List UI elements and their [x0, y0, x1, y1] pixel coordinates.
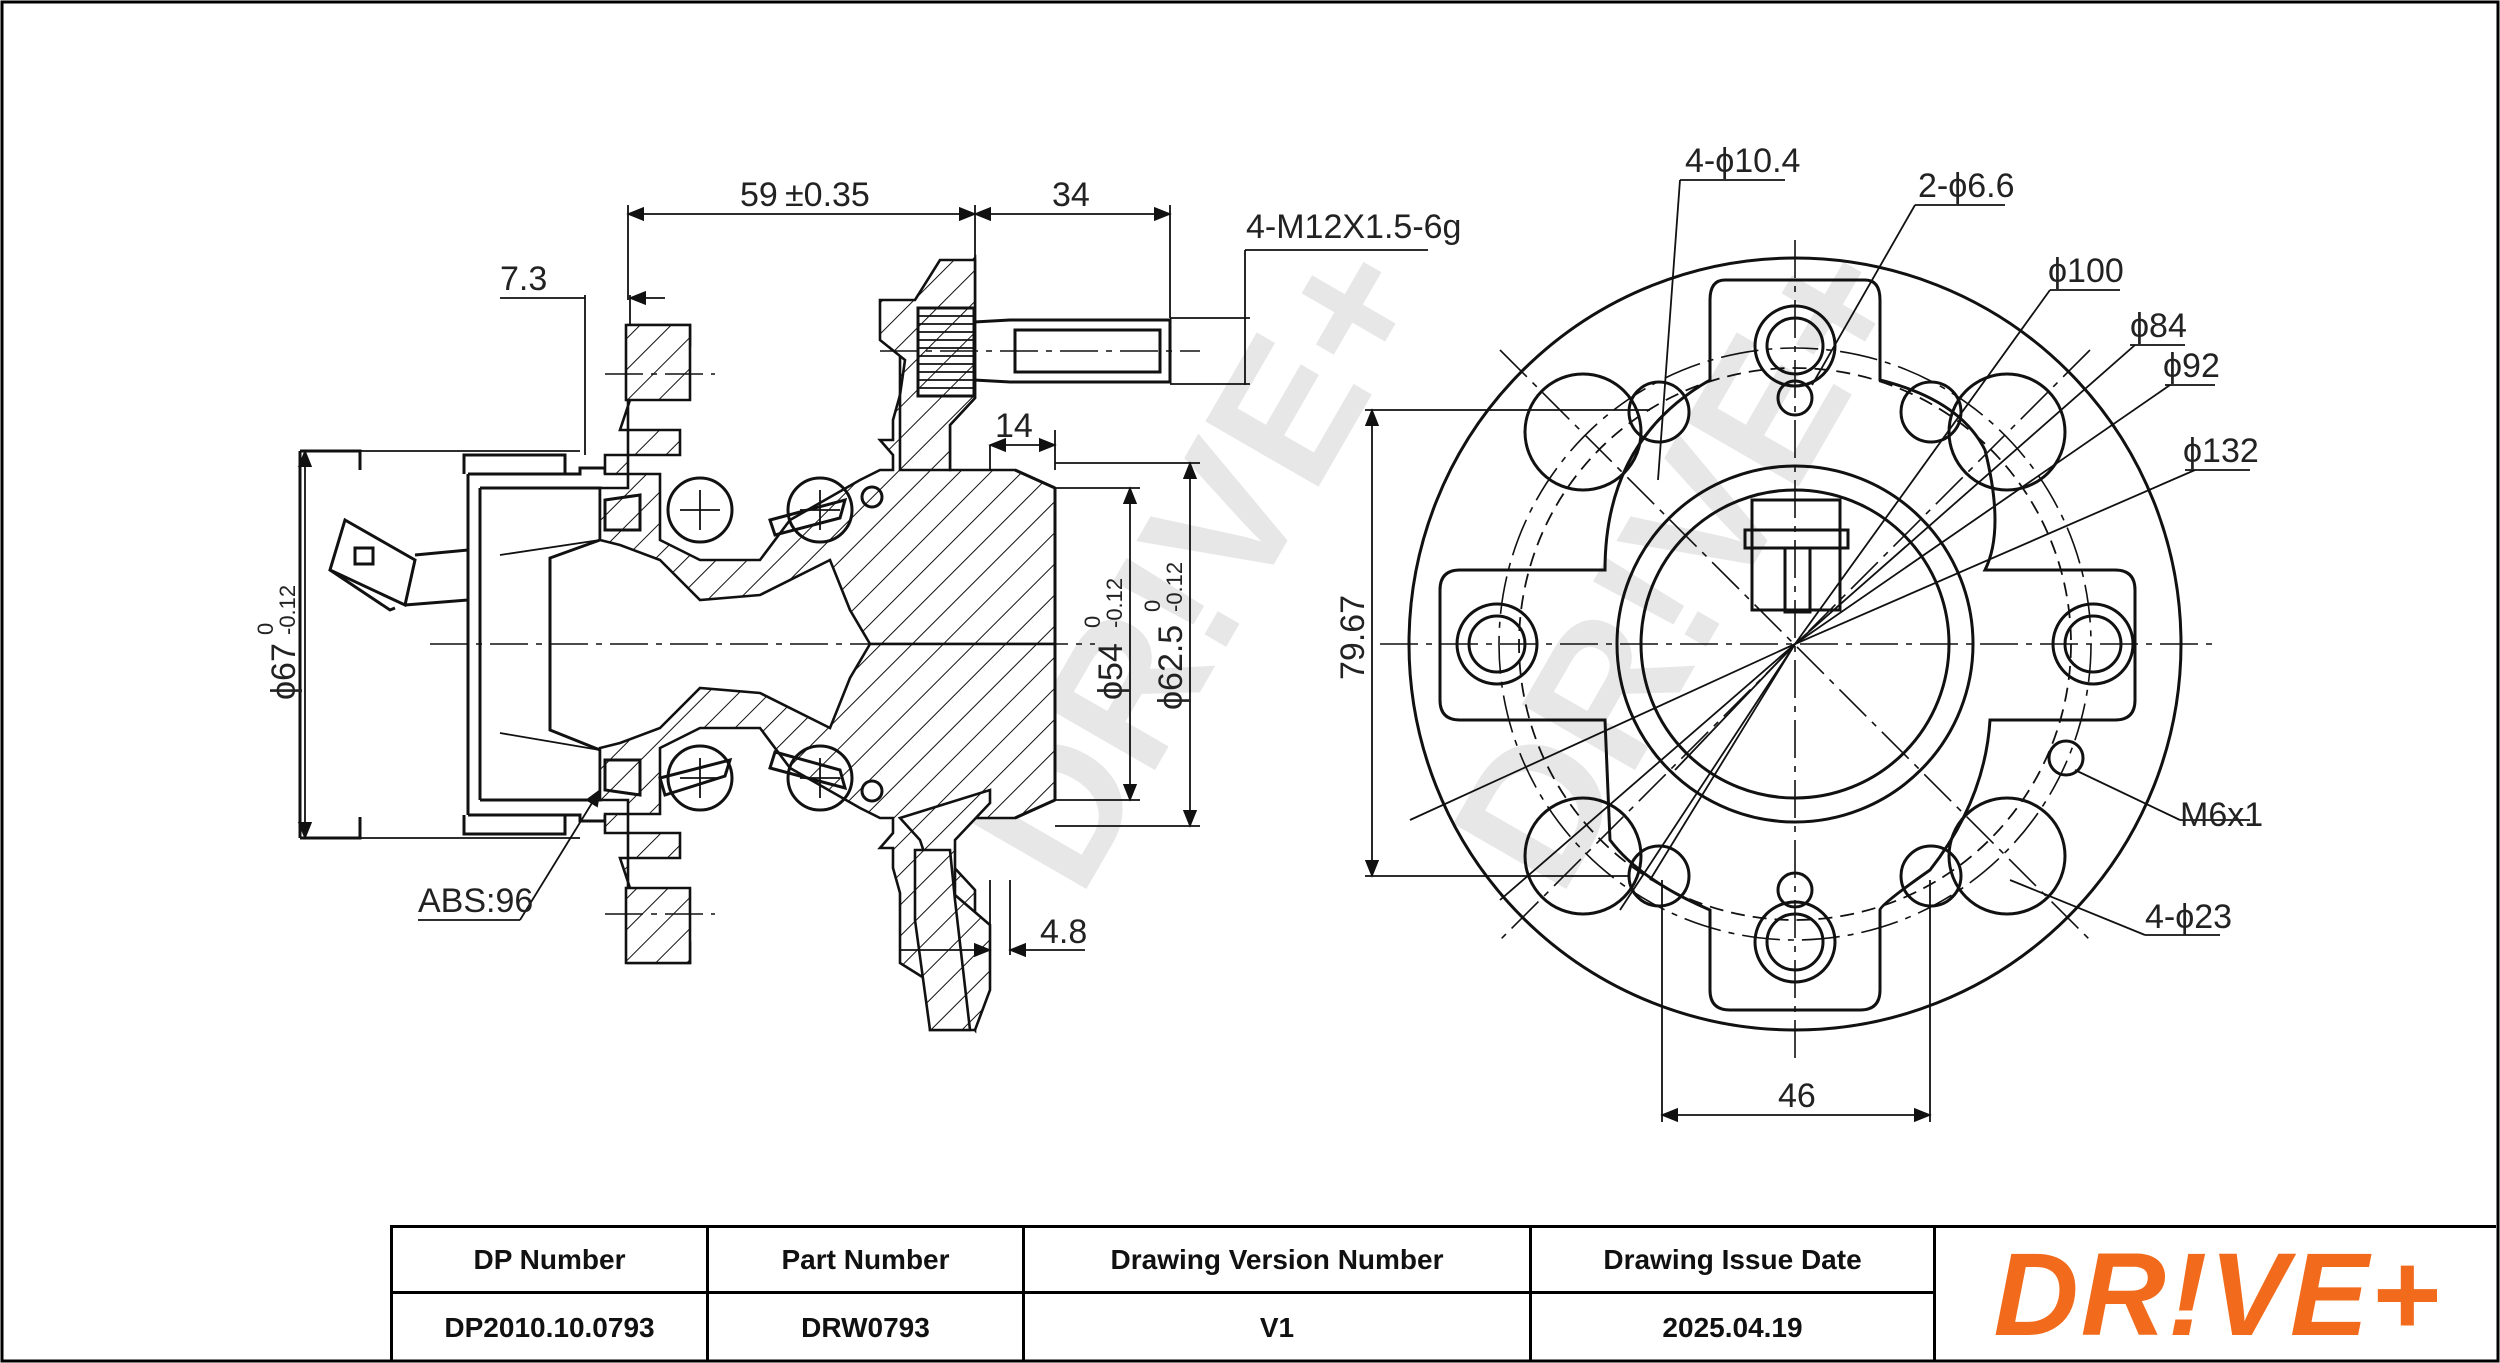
stud-holes [1455, 304, 2135, 984]
svg-text:±0.35: ±0.35 [785, 176, 870, 214]
svg-text:59: 59 [740, 176, 778, 214]
part-number-header: Part Number [709, 1228, 1025, 1294]
part-number-value: DRW0793 [709, 1294, 1025, 1361]
svg-text:ϕ100: ϕ100 [2048, 252, 2124, 290]
side-section-view: 59 ±0.35 34 4-M12X1.5-6g 7.3 14 [253, 176, 1461, 1034]
svg-text:ϕ84: ϕ84 [2130, 307, 2187, 345]
watermark-right: DR!VE+ [1412, 206, 1947, 920]
svg-text:0: 0 [253, 623, 278, 635]
svg-text:-0.12: -0.12 [275, 585, 300, 635]
svg-text:4-M12X1.5-6g: 4-M12X1.5-6g [1246, 208, 1461, 246]
title-block: DP Number Part Number Drawing Version Nu… [390, 1225, 2496, 1361]
issue-date-value: 2025.04.19 [1532, 1294, 1936, 1361]
version-value: V1 [1025, 1294, 1532, 1361]
side-dimensions: 59 ±0.35 34 4-M12X1.5-6g 7.3 14 [253, 176, 1461, 958]
svg-text:4.8: 4.8 [1040, 913, 1087, 951]
brand-logo: DR!VE+ [1939, 1228, 2496, 1361]
wheel-stud [880, 306, 1200, 398]
front-dimensions: 4-ϕ10.4 2-ϕ6.6 ϕ100 ϕ84 ϕ92 ϕ132 M6x1 4-… [1334, 142, 2263, 1123]
svg-text:ϕ62.5: ϕ62.5 [1152, 625, 1190, 710]
issue-date-header: Drawing Issue Date [1532, 1228, 1936, 1294]
svg-text:-0.12: -0.12 [1162, 562, 1187, 612]
svg-text:ϕ67: ϕ67 [265, 643, 303, 700]
svg-text:ϕ92: ϕ92 [2163, 347, 2220, 385]
svg-text:ABS:96: ABS:96 [418, 882, 533, 920]
svg-text:0: 0 [1140, 600, 1165, 612]
abs-sensor-connector [328, 517, 470, 612]
svg-text:0: 0 [1080, 616, 1105, 628]
svg-text:34: 34 [1052, 176, 1090, 214]
svg-text:4-ϕ10.4: 4-ϕ10.4 [1685, 142, 1800, 180]
svg-text:-0.12: -0.12 [1102, 578, 1127, 628]
svg-text:46: 46 [1778, 1077, 1816, 1115]
svg-text:79.67: 79.67 [1334, 595, 1372, 680]
svg-text:ϕ54: ϕ54 [1092, 643, 1130, 700]
svg-text:2-ϕ6.6: 2-ϕ6.6 [1918, 167, 2015, 205]
dp-number-value: DP2010.10.0793 [393, 1294, 709, 1361]
dp-number-header: DP Number [393, 1228, 709, 1294]
bearing-balls [603, 476, 884, 812]
svg-text:4-ϕ23: 4-ϕ23 [2145, 898, 2232, 936]
svg-text:M6x1: M6x1 [2180, 796, 2263, 834]
brand-logo-text: DR!VE+ [1993, 1228, 2442, 1361]
svg-text:14: 14 [995, 407, 1033, 445]
front-view: 4-ϕ10.4 2-ϕ6.6 ϕ100 ϕ84 ϕ92 ϕ132 M6x1 4-… [1334, 142, 2263, 1123]
version-header: Drawing Version Number [1025, 1228, 1532, 1294]
svg-text:7.3: 7.3 [500, 260, 547, 298]
svg-text:ϕ132: ϕ132 [2183, 432, 2259, 470]
